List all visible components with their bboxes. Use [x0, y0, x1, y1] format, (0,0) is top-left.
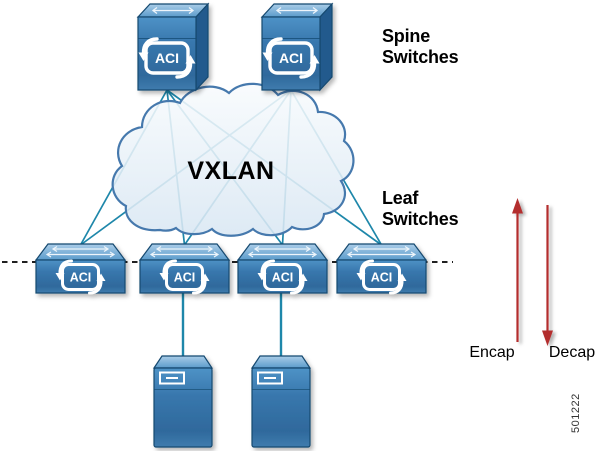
vxlan-cloud-shape — [111, 82, 355, 237]
leaf1-badge: ACI — [70, 271, 92, 285]
spine2-topface-arrows-icon — [275, 6, 319, 15]
spine-switches-label: Spine Switches — [382, 26, 459, 68]
spine-switch-1: ACI — [136, 2, 210, 92]
aci-logo-icon — [55, 259, 106, 295]
spine2-badge: ACI — [279, 50, 303, 66]
server1-front-face — [153, 367, 213, 448]
aci-logo-icon — [257, 259, 308, 295]
server-2 — [250, 355, 312, 448]
encap-up-arrow-icon — [512, 198, 523, 342]
leaf2-badge: ACI — [174, 271, 196, 285]
leaf4-topface-arrows-icon — [346, 245, 417, 258]
encap-label: Encap — [469, 344, 515, 361]
aci-logo-icon — [159, 259, 210, 295]
aci-logo-icon — [262, 37, 320, 79]
leaf1-topface-arrows-icon — [45, 245, 116, 258]
server-1 — [152, 355, 214, 448]
leaf-server-links — [181, 290, 283, 358]
leaf1-top-face — [34, 243, 127, 261]
spine-switch-2: ACI — [260, 2, 334, 92]
spine1-topface-arrows-icon — [151, 6, 195, 15]
leaf2-topface-arrows-icon — [149, 245, 220, 258]
aci-logo-icon — [138, 37, 196, 79]
leaf-switches-label: Leaf Switches — [382, 188, 459, 230]
leaf3-topface-arrows-icon — [247, 245, 318, 258]
encap-decap-arrows — [512, 198, 553, 346]
figure-number: 501222 — [570, 393, 582, 433]
server1-drive-slot-icon — [159, 371, 185, 385]
decap-down-arrow-icon — [542, 205, 553, 346]
leaf3-badge: ACI — [272, 271, 294, 285]
leaf-switch-3: ACI — [236, 243, 329, 295]
server1-top-face — [152, 355, 214, 369]
leaf-switch-1: ACI — [34, 243, 127, 295]
server2-drive-slot-icon — [257, 371, 283, 385]
leaf-switch-2: ACI — [138, 243, 231, 295]
aci-logo-icon — [356, 259, 407, 295]
spine1-side-face — [195, 2, 209, 92]
vxlan-label: VXLAN — [187, 157, 275, 185]
spine1-badge: ACI — [155, 50, 179, 66]
decap-label: Decap — [548, 344, 596, 361]
leaf4-badge: ACI — [371, 271, 393, 285]
leaf-switch-4: ACI — [335, 243, 428, 295]
